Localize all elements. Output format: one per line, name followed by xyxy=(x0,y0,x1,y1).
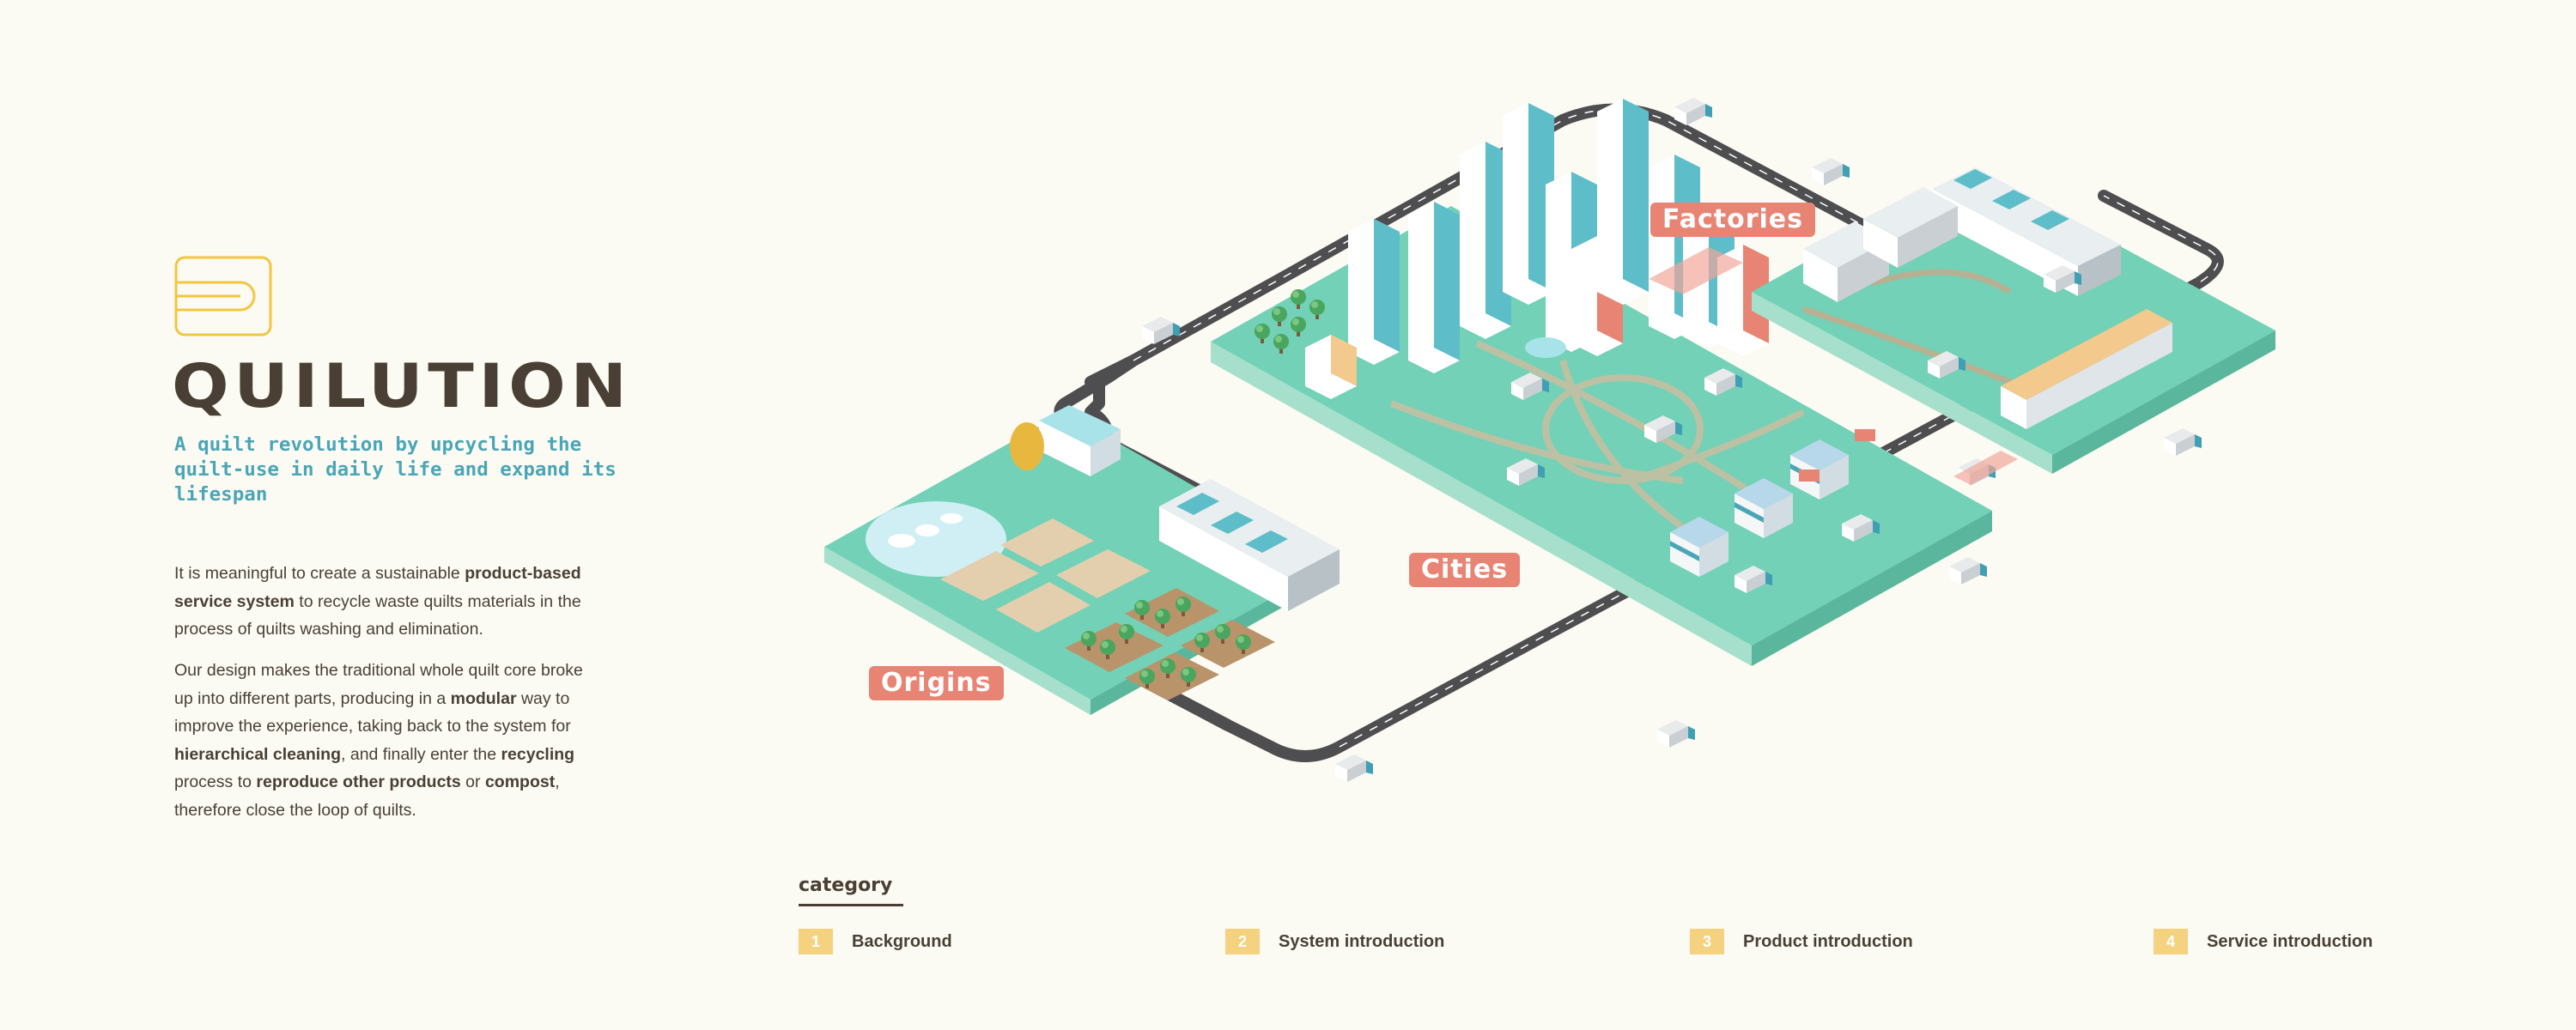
category-label: Service introduction xyxy=(2207,931,2373,951)
category-number-badge: 3 xyxy=(1690,929,1724,954)
isometric-system-map xyxy=(824,98,2275,782)
farmhouse xyxy=(1010,405,1121,476)
category-item-background[interactable]: 1 Background xyxy=(799,928,952,955)
category-item-service-introduction[interactable]: 4 Service introduction xyxy=(2154,928,2372,955)
intro-paragraph-2: Our design makes the traditional whole q… xyxy=(174,661,583,820)
brand-tagline: A quilt revolution by upcycling the quil… xyxy=(174,433,617,506)
yellow-roof-factories xyxy=(2001,309,2172,429)
fountain xyxy=(1525,337,1566,358)
category-label: Background xyxy=(852,931,952,951)
factories-label[interactable]: Factories xyxy=(1650,203,1815,237)
lake xyxy=(866,501,1006,577)
cities-label[interactable]: Cities xyxy=(1409,553,1521,587)
cities-ground xyxy=(1211,206,1992,645)
category-number-badge: 1 xyxy=(799,929,833,954)
category-title: category xyxy=(799,875,893,896)
shops xyxy=(1670,429,1875,577)
swans xyxy=(888,513,963,548)
crop-fields xyxy=(940,518,1275,700)
city-paths xyxy=(1389,340,1805,553)
quilution-logo xyxy=(174,256,272,336)
origins-ground xyxy=(824,412,1331,700)
category-label: Product introduction xyxy=(1743,931,1913,951)
skyscrapers xyxy=(1305,99,1769,399)
category-label: System introduction xyxy=(1279,931,1445,951)
origins-label[interactable]: Origins xyxy=(869,666,1004,700)
category-underline xyxy=(799,904,903,906)
category-item-system-introduction[interactable]: 2 System introduction xyxy=(1225,928,1444,955)
category-number-badge: 4 xyxy=(2154,929,2188,954)
intro-paragraph-1: It is meaningful to create a sustainable… xyxy=(174,564,581,639)
origins-processing-building xyxy=(1159,479,1340,611)
factory-warehouses xyxy=(1803,167,2121,302)
category-item-product-introduction[interactable]: 3 Product introduction xyxy=(1690,928,1913,955)
brand-title: QUILUTION xyxy=(172,351,632,421)
category-number-badge: 2 xyxy=(1225,929,1260,954)
